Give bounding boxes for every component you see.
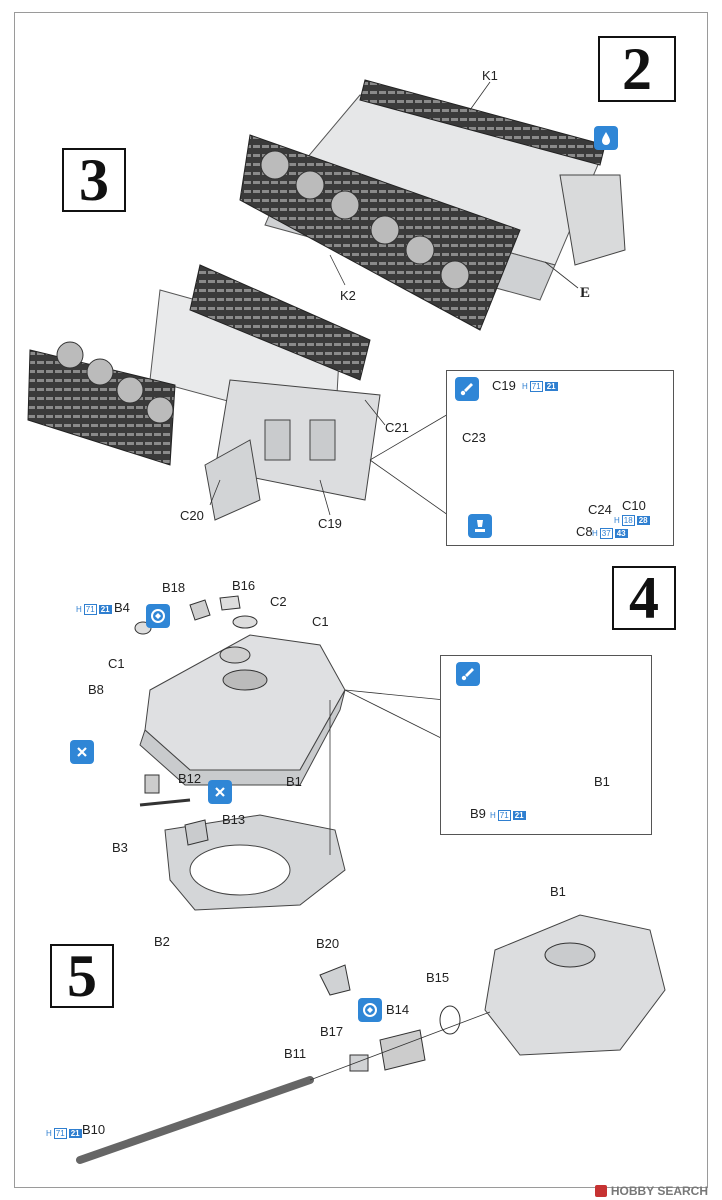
label-b15: B15 bbox=[426, 970, 450, 985]
remove-part-icon bbox=[70, 740, 94, 764]
label-b2: B2 bbox=[154, 934, 170, 949]
step3-chassis-drawing bbox=[27, 264, 456, 521]
watermark: HOBBY SEARCH bbox=[594, 1184, 708, 1198]
label-b20: B20 bbox=[316, 936, 340, 951]
paint-brush-icon-2 bbox=[456, 662, 480, 686]
optional-part-icon bbox=[146, 604, 170, 628]
label-c20: C20 bbox=[180, 508, 204, 523]
label-e: E bbox=[580, 285, 591, 301]
inset-label-b1: B1 bbox=[594, 774, 610, 789]
inset-label-c8: C8 bbox=[576, 524, 593, 539]
label-b4: B4 bbox=[114, 600, 130, 615]
step2-chassis-drawing bbox=[239, 79, 626, 331]
label-b1-step5: B1 bbox=[550, 884, 566, 899]
label-k1: K1 bbox=[482, 68, 498, 83]
inset-label-c24: C24 bbox=[588, 502, 612, 517]
step-number-5: 5 bbox=[50, 944, 114, 1008]
label-b12: B12 bbox=[178, 771, 202, 786]
paint-brush-icon bbox=[455, 377, 479, 401]
paint-ref-b10: H 71 21 bbox=[46, 1128, 82, 1139]
cement-icon bbox=[594, 126, 618, 150]
label-b8: B8 bbox=[88, 682, 104, 697]
step4-turret-drawing bbox=[134, 595, 446, 911]
label-b13: B13 bbox=[222, 812, 246, 827]
label-c19: C19 bbox=[318, 516, 342, 531]
step-number-2: 2 bbox=[598, 36, 676, 102]
label-b16: B16 bbox=[232, 578, 256, 593]
label-b1: B1 bbox=[286, 774, 302, 789]
page-frame bbox=[14, 12, 708, 1188]
inset-label-b9: B9 bbox=[470, 806, 486, 821]
label-b10: B10 bbox=[82, 1122, 106, 1137]
label-c21: C21 bbox=[385, 420, 409, 435]
label-c2: C2 bbox=[270, 594, 287, 609]
paint-ref-b9: H 71 21 bbox=[490, 810, 526, 821]
hobby-search-logo-icon bbox=[594, 1185, 607, 1197]
optional-part-icon-2 bbox=[358, 998, 382, 1022]
label-b18: B18 bbox=[162, 580, 186, 595]
label-b11: B11 bbox=[284, 1046, 307, 1061]
step-number-4: 4 bbox=[612, 566, 676, 630]
label-k2: K2 bbox=[340, 288, 356, 303]
paint-ref-c19: H 71 21 bbox=[522, 381, 558, 392]
glue-tube-icon bbox=[468, 514, 492, 538]
paint-ref-b4: H 71 21 bbox=[76, 604, 112, 615]
label-b17: B17 bbox=[320, 1024, 344, 1039]
remove-part-icon-2 bbox=[208, 780, 232, 804]
label-b14: B14 bbox=[386, 1002, 410, 1017]
inset-label-c19: C19 bbox=[492, 378, 516, 393]
inset-label-c10: C10 bbox=[622, 498, 646, 513]
inset-label-c23: C23 bbox=[462, 430, 486, 445]
step5-gun-drawing bbox=[76, 914, 666, 1164]
step-number-3: 3 bbox=[62, 148, 126, 212]
label-b3: B3 bbox=[112, 840, 128, 855]
watermark-text: HOBBY SEARCH bbox=[610, 1184, 708, 1198]
paint-ref-c10: H 18 28 bbox=[614, 515, 650, 526]
label-c1-right: C1 bbox=[312, 614, 329, 629]
paint-ref-c8: H 37 43 bbox=[592, 528, 628, 539]
label-c1-left: C1 bbox=[108, 656, 125, 671]
